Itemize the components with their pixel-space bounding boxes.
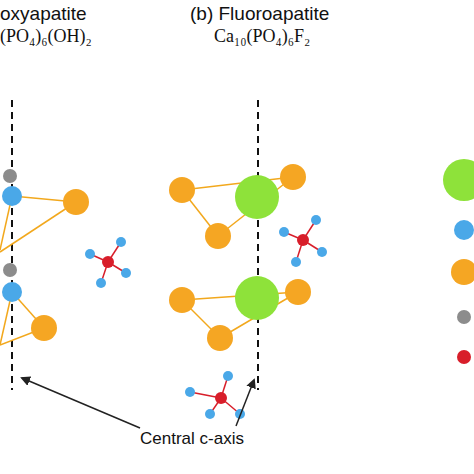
axis-label: Central c-axis <box>140 430 244 449</box>
panel-title: (b) Fluoroapatite <box>190 4 329 25</box>
chemical-formula: Ca₁₀(PO₄)₆F₂ <box>214 27 310 47</box>
panel-title: oxyapatite <box>0 4 87 25</box>
chemical-formula: (PO₄)₆(OH)₂ <box>0 27 92 47</box>
